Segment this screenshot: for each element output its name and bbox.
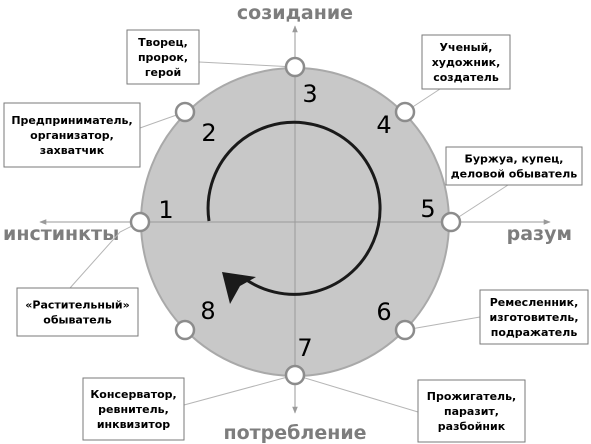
label-box-4: Ученый, художник, создатель xyxy=(421,34,511,90)
node-marker-3 xyxy=(284,56,306,78)
label-box-line: инквизитор xyxy=(97,418,170,431)
node-number-1: 1 xyxy=(158,196,173,224)
label-box-frame xyxy=(421,34,511,90)
node-number-3: 3 xyxy=(302,80,317,108)
node-marker-2 xyxy=(174,101,196,123)
label-boxes: «Растительный» обыватель Предприниматель, о… xyxy=(3,29,589,443)
node-number-5: 5 xyxy=(420,195,435,223)
cycle-arrow xyxy=(206,120,382,296)
axis-label-top: созидание xyxy=(237,2,353,24)
label-box-line: Консерватор, xyxy=(90,388,176,401)
leader-line-8 xyxy=(294,374,419,413)
label-box-7: Консерватор, ревнитель, инквизитор xyxy=(82,377,185,441)
label-box-frame xyxy=(417,379,526,443)
label-box-frame xyxy=(3,102,141,168)
label-box-line: герой xyxy=(145,66,181,79)
leader-line-6 xyxy=(404,316,481,331)
axis-label-left: инстинкты xyxy=(3,223,119,245)
label-box-line: Ученый, xyxy=(440,41,493,54)
label-box-line: «Растительный» xyxy=(25,299,129,312)
label-box-line: Ремесленник, xyxy=(490,296,579,309)
label-box-line: подражатель xyxy=(491,326,578,339)
label-box-line: изготовитель, xyxy=(489,311,578,324)
leader-line-5 xyxy=(450,184,509,223)
node-number-6: 6 xyxy=(376,298,391,326)
label-box-frame xyxy=(126,29,200,85)
label-box-line: Прожигатель, xyxy=(427,390,517,403)
node-marker-6 xyxy=(394,319,416,341)
node-number-7: 7 xyxy=(297,334,312,362)
label-box-line: Предприниматель, xyxy=(11,114,132,127)
label-box-frame xyxy=(82,377,185,441)
label-box-6: Ремесленник, изготовитель, подражатель xyxy=(479,289,589,345)
label-box-frame xyxy=(445,146,583,186)
node-marker-5 xyxy=(440,211,462,233)
label-box-2: Предприниматель, организатор, захватчик xyxy=(3,102,141,168)
leader-line-3 xyxy=(198,61,296,68)
node-marker-1 xyxy=(129,211,151,233)
label-box-line: ревнитель, xyxy=(98,403,169,416)
label-box-line: Творец, xyxy=(138,36,188,49)
label-box-line: разбойник xyxy=(438,420,506,433)
node-marker-4 xyxy=(394,101,416,123)
label-box-line: обыватель xyxy=(43,314,111,327)
cycle-arrowhead xyxy=(222,272,256,304)
node-numbers: 1 2 3 4 5 6 7 8 xyxy=(158,80,435,362)
label-box-frame xyxy=(16,287,139,337)
axis-label-right: разум xyxy=(507,223,572,245)
node-marker-7 xyxy=(284,364,306,386)
label-box-line: создатель xyxy=(433,71,499,84)
label-box-line: паразит, xyxy=(444,405,499,418)
node-marker-8 xyxy=(174,319,196,341)
label-box-line: деловой обыватель xyxy=(451,168,577,181)
label-box-line: пророк, xyxy=(138,51,188,64)
node-number-4: 4 xyxy=(376,111,391,139)
label-box-1: «Растительный» обыватель xyxy=(16,287,139,337)
node-markers xyxy=(129,56,462,386)
label-box-line: организатор, xyxy=(30,129,114,142)
label-box-3: Творец, пророк, герой xyxy=(126,29,200,85)
label-box-line: Буржуа, купец, xyxy=(464,153,563,166)
label-box-line: захватчик xyxy=(40,144,105,157)
node-number-8: 8 xyxy=(200,297,215,325)
node-number-2: 2 xyxy=(201,119,216,147)
leader-line-7 xyxy=(183,374,296,406)
label-box-frame xyxy=(479,289,589,345)
label-box-8: Прожигатель, паразит, разбойник xyxy=(417,379,526,443)
label-box-5: Буржуа, купец, деловой обыватель xyxy=(445,146,583,186)
label-box-line: художник, xyxy=(432,56,501,69)
axis-label-bottom: потребление xyxy=(223,422,366,444)
